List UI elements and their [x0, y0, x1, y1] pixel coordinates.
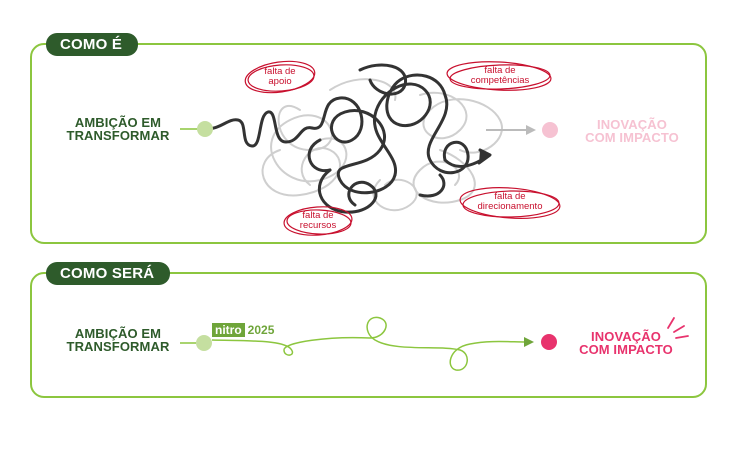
problem-ovals: [244, 60, 561, 236]
start-dot-bottom: [196, 335, 212, 351]
ambition-label-top: AMBIÇÃO EM TRANSFORMAR: [66, 115, 170, 143]
nitro-logo: nitro: [212, 323, 245, 337]
impact-label-bottom: INOVAÇÃO COM IMPACTO: [579, 329, 673, 357]
impact-label-top: INOVAÇÃO COM IMPACTO: [585, 117, 679, 145]
dark-tangle: [203, 63, 492, 214]
future-state-tag: COMO SERÁ: [46, 262, 171, 285]
end-dot-bottom: [541, 334, 557, 350]
end-dot-top: [542, 122, 558, 138]
current-state-tag: COMO É: [46, 33, 139, 56]
ambition-label-bottom: AMBIÇÃO EM TRANSFORMAR: [66, 326, 170, 354]
problem-lack-of-skills: falta de competências: [470, 65, 530, 86]
problem-lack-of-direction: falta de direcionamento: [477, 191, 543, 212]
problem-lack-of-support: falta de apoio: [264, 66, 296, 87]
future-state-panel: [30, 272, 707, 398]
current-state-panel: [30, 43, 707, 244]
start-dot-top: [197, 121, 213, 137]
nitro-year: 2025: [247, 323, 275, 337]
faded-arrow-head: [526, 125, 536, 135]
impact-burst-icon: [667, 317, 689, 339]
clear-path: [211, 316, 528, 371]
nitro-2025-badge: nitro 2025: [212, 323, 274, 337]
problem-lack-of-resources: falta de recursos: [299, 210, 337, 231]
clear-arrow-head: [524, 337, 534, 347]
